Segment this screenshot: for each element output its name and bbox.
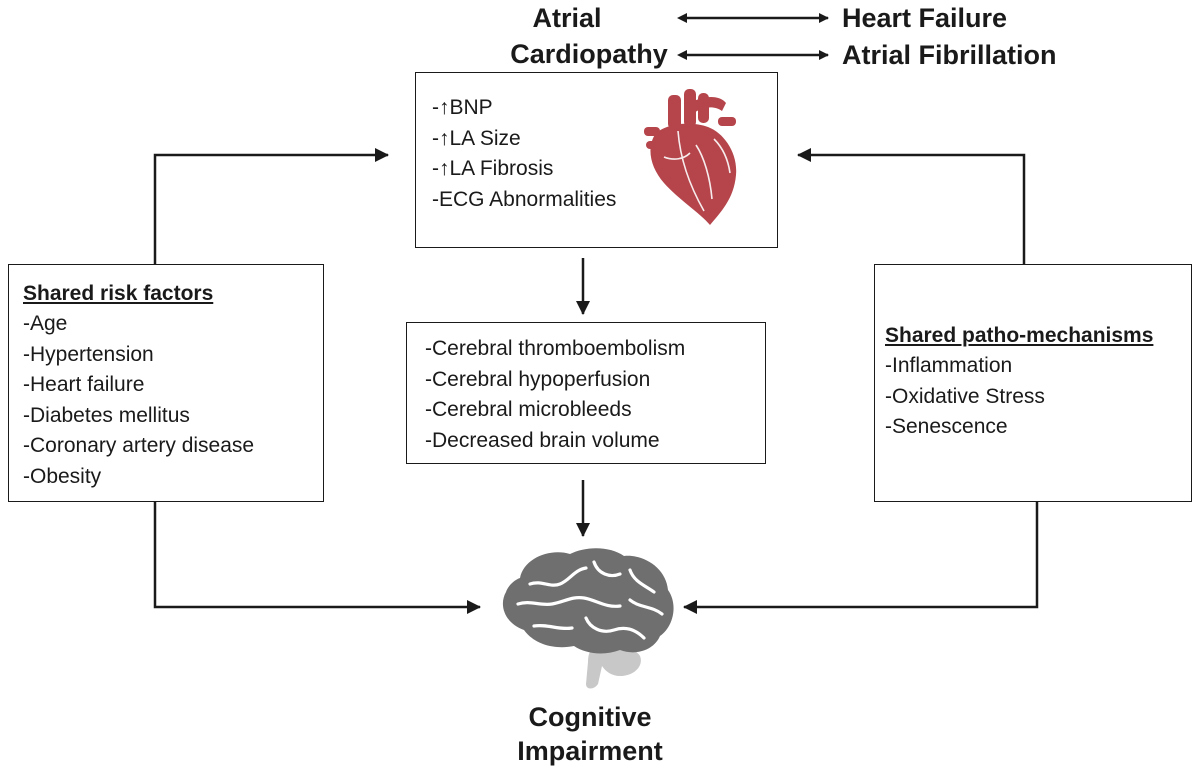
risk-factor-item: -Diabetes mellitus — [23, 403, 190, 427]
marker-item: -ECG Abnormalities — [432, 187, 617, 211]
atrial-fibrillation-label: Atrial Fibrillation — [842, 40, 1057, 70]
heart-icon — [644, 89, 737, 225]
cerebral-effects-list: -Cerebral thromboembolism -Cerebral hypo… — [425, 334, 685, 456]
risk-factor-item: -Obesity — [23, 464, 102, 488]
risk-factor-item: -Heart failure — [23, 373, 145, 396]
risk-factor-item: -Hypertension — [23, 342, 154, 366]
cerebral-effect-item: -Decreased brain volume — [425, 428, 660, 452]
cognitive-impairment-label: Cognitive Impairment — [450, 700, 730, 768]
cerebral-effect-item: -Cerebral thromboembolism — [425, 337, 686, 360]
arrow-patho-to-cardiopathy — [797, 148, 1026, 264]
cardiopathy-markers-list: -↑BNP -↑LA Size -↑LA Fibrosis -ECG Abnor… — [432, 93, 616, 215]
outcome-line-cognitive: Cognitive — [528, 702, 652, 732]
risk-factors-heading: Shared risk factors — [23, 282, 214, 305]
marker-item: -↑LA Size — [432, 126, 521, 150]
shared-risk-factors-box: Shared risk factors -Age -Hypertension -… — [8, 264, 324, 502]
heart-failure-label: Heart Failure — [842, 3, 1008, 33]
patho-mechanisms-heading: Shared patho-mechanisms — [885, 324, 1154, 347]
risk-factor-item: -Coronary artery disease — [23, 434, 255, 457]
title-line-atrial: Atrial — [532, 3, 602, 33]
cardiopathy-markers-box: -↑BNP -↑LA Size -↑LA Fibrosis -ECG Abnor… — [415, 72, 778, 248]
patho-mechanism-item: -Inflammation — [885, 354, 1013, 377]
patho-mechanism-item: -Senescence — [885, 415, 1008, 438]
risk-factor-item: -Age — [23, 312, 68, 335]
cerebral-effect-item: -Cerebral microbleeds — [425, 398, 632, 421]
cerebral-effect-item: -Cerebral hypoperfusion — [425, 367, 651, 391]
patho-mechanisms-list: -Inflammation -Oxidative Stress -Senesce… — [885, 351, 1153, 443]
marker-item: -↑BNP — [432, 96, 493, 119]
patho-mechanisms-content: Shared patho-mechanisms -Inflammation -O… — [885, 321, 1153, 443]
risk-factors-list: -Age -Hypertension -Heart failure -Diabe… — [23, 309, 254, 492]
title-line-cardiopathy: Cardiopathy — [510, 39, 668, 69]
risk-factors-content: Shared risk factors -Age -Hypertension -… — [23, 279, 254, 492]
cerebral-effects-box: -Cerebral thromboembolism -Cerebral hypo… — [406, 322, 766, 464]
arrow-patho-to-brain — [683, 502, 1039, 614]
marker-item: -↑LA Fibrosis — [432, 157, 554, 180]
patho-mechanism-item: -Oxidative Stress — [885, 384, 1045, 408]
arrow-risk-to-brain — [153, 502, 481, 614]
atrial-cardiopathy-title: Atrial Cardiopathy — [510, 0, 672, 72]
arrow-risk-to-cardiopathy — [153, 148, 389, 264]
outcome-line-impairment: Impairment — [517, 736, 663, 766]
shared-patho-mechanisms-box: Shared patho-mechanisms -Inflammation -O… — [874, 264, 1192, 502]
brain-icon — [502, 548, 674, 689]
